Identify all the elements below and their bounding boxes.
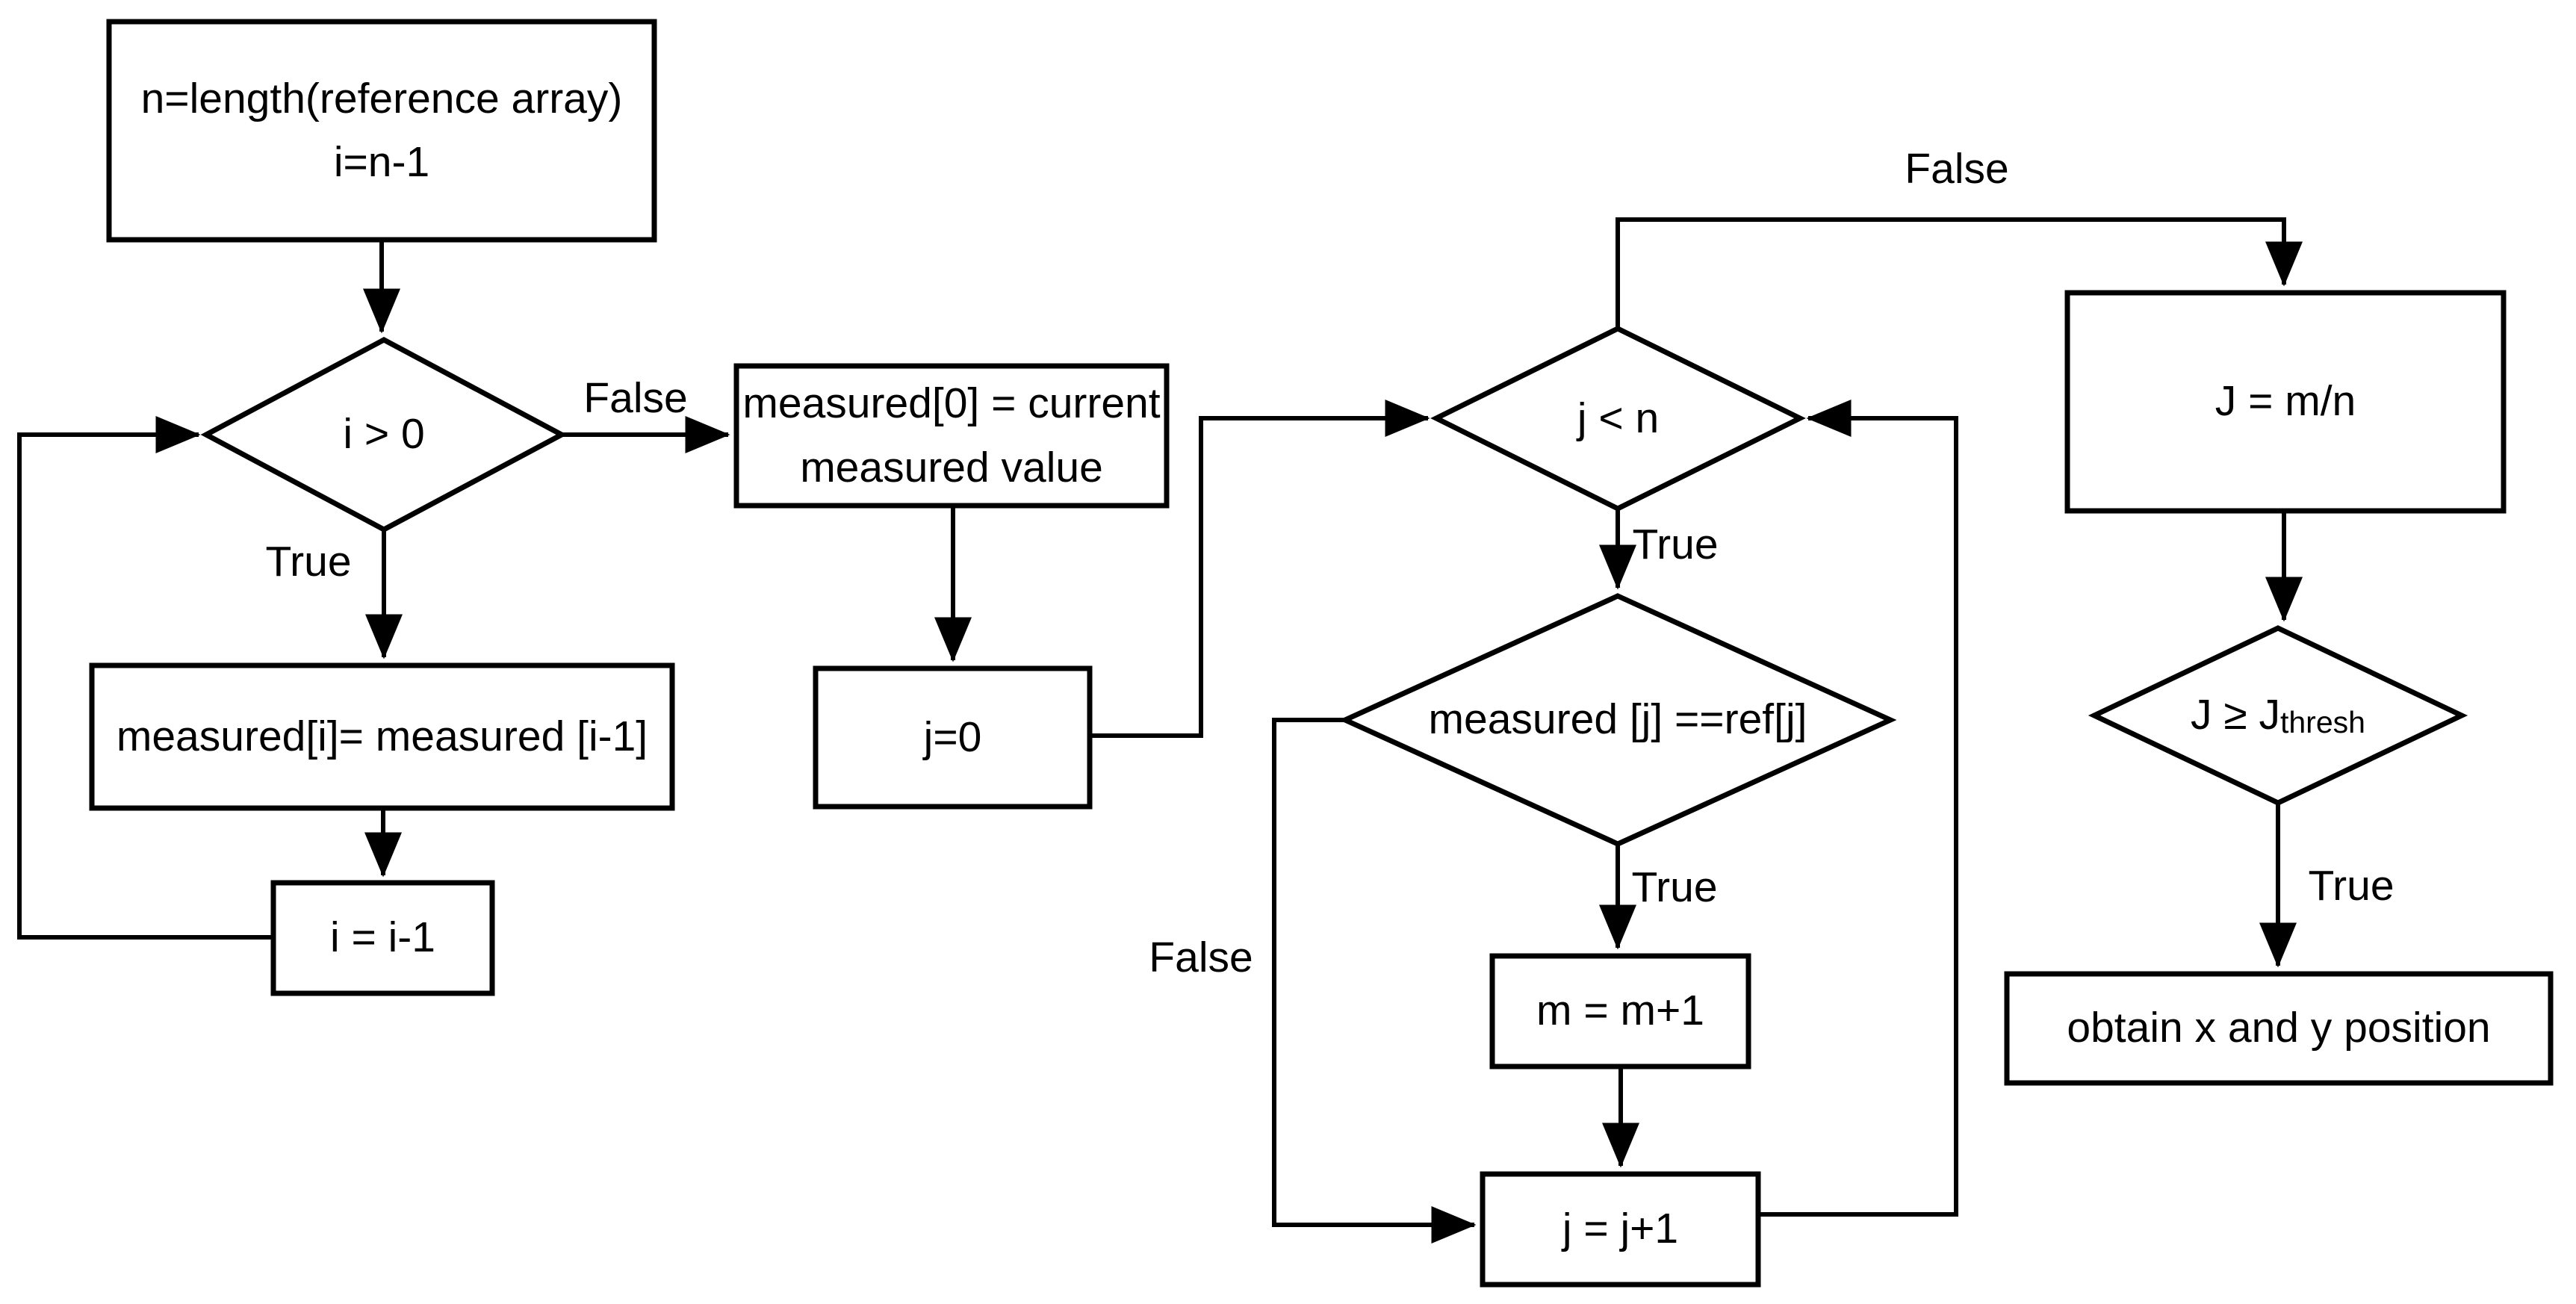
node-compare-ref-shape [1338,593,1897,847]
edge-init-j-to-check-j [1090,400,1430,738]
edge-compare-false [1272,718,1477,1244]
edge-check-j-false [1616,217,2303,328]
node-compute-J-shape [2064,290,2507,514]
node-increment-j-shape [1480,1171,1761,1288]
node-check-threshold-shape [2088,625,2468,806]
node-init-shape [106,19,657,243]
edge-decrement-loop-to-check-i [17,416,273,940]
node-init-j-shape [813,665,1093,810]
node-store-current-shape [733,363,1170,509]
node-check-i-shape [200,337,568,533]
node-decrement-i-shape [270,880,495,996]
edge-increment-j-loop-to-check-j [1759,400,1958,1217]
node-obtain-position-shape [2004,971,2554,1086]
node-check-j-shape [1430,326,1806,512]
node-shift-measured-shape [89,662,675,811]
node-increment-m-shape [1489,953,1751,1069]
